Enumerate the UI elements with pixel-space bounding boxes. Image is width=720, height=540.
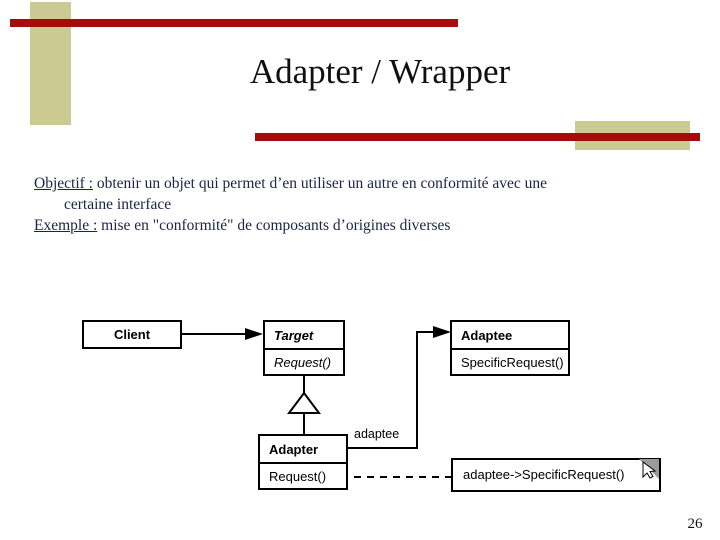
uml-class-adaptee[interactable]: Adaptee SpecificRequest(): [450, 320, 570, 376]
uml-class-target-operation: Request(): [265, 348, 343, 374]
uml-class-client-name: Client: [113, 327, 151, 342]
decor-red-bar-bottom: [255, 133, 700, 141]
uml-class-target[interactable]: Target Request(): [263, 320, 345, 376]
uml-association-label-adaptee: adaptee: [352, 427, 402, 441]
body-text-block: Objectif : obtenir un objet qui permet d…: [34, 173, 694, 236]
uml-class-target-name: Target: [274, 327, 314, 343]
edge-adapter-to-adaptee: [348, 331, 447, 449]
generalization-triangle-icon: [287, 391, 321, 414]
cursor-arrow-icon: [642, 461, 657, 479]
uml-class-adapter-name: Adapter: [269, 441, 319, 457]
arrowhead-client-to-target-icon: [245, 328, 263, 340]
decor-red-bar-top: [10, 19, 458, 27]
uml-note-box[interactable]: [451, 458, 661, 492]
uml-class-adapter-operation: Request(): [260, 462, 346, 488]
body-line-objectif-cont: certaine interface: [64, 196, 172, 213]
uml-note-text: adaptee->SpecificRequest(): [463, 467, 625, 482]
uml-class-adaptee-name: Adaptee: [461, 327, 513, 343]
label-exemple: Exemple :: [34, 217, 98, 234]
uml-class-adaptee-operation: SpecificRequest(): [452, 348, 568, 374]
page-title: Adapter / Wrapper: [249, 52, 511, 91]
body-exemple-text: mise en "conformité" de composants d’ori…: [97, 217, 451, 234]
body-objectif-text: obtenir un objet qui permet d’en utilise…: [92, 175, 548, 192]
uml-class-client[interactable]: Client: [82, 320, 182, 349]
body-line-objectif: Objectif : obtenir un objet qui permet d…: [34, 173, 694, 194]
page-number: 26: [687, 516, 703, 532]
body-line-exemple: Exemple : mise en "conformité" de compos…: [34, 215, 694, 236]
label-objectif: Objectif :: [34, 175, 93, 192]
arrowhead-adapter-to-adaptee-icon: [433, 326, 451, 338]
uml-class-adapter[interactable]: Adapter Request(): [258, 434, 348, 490]
